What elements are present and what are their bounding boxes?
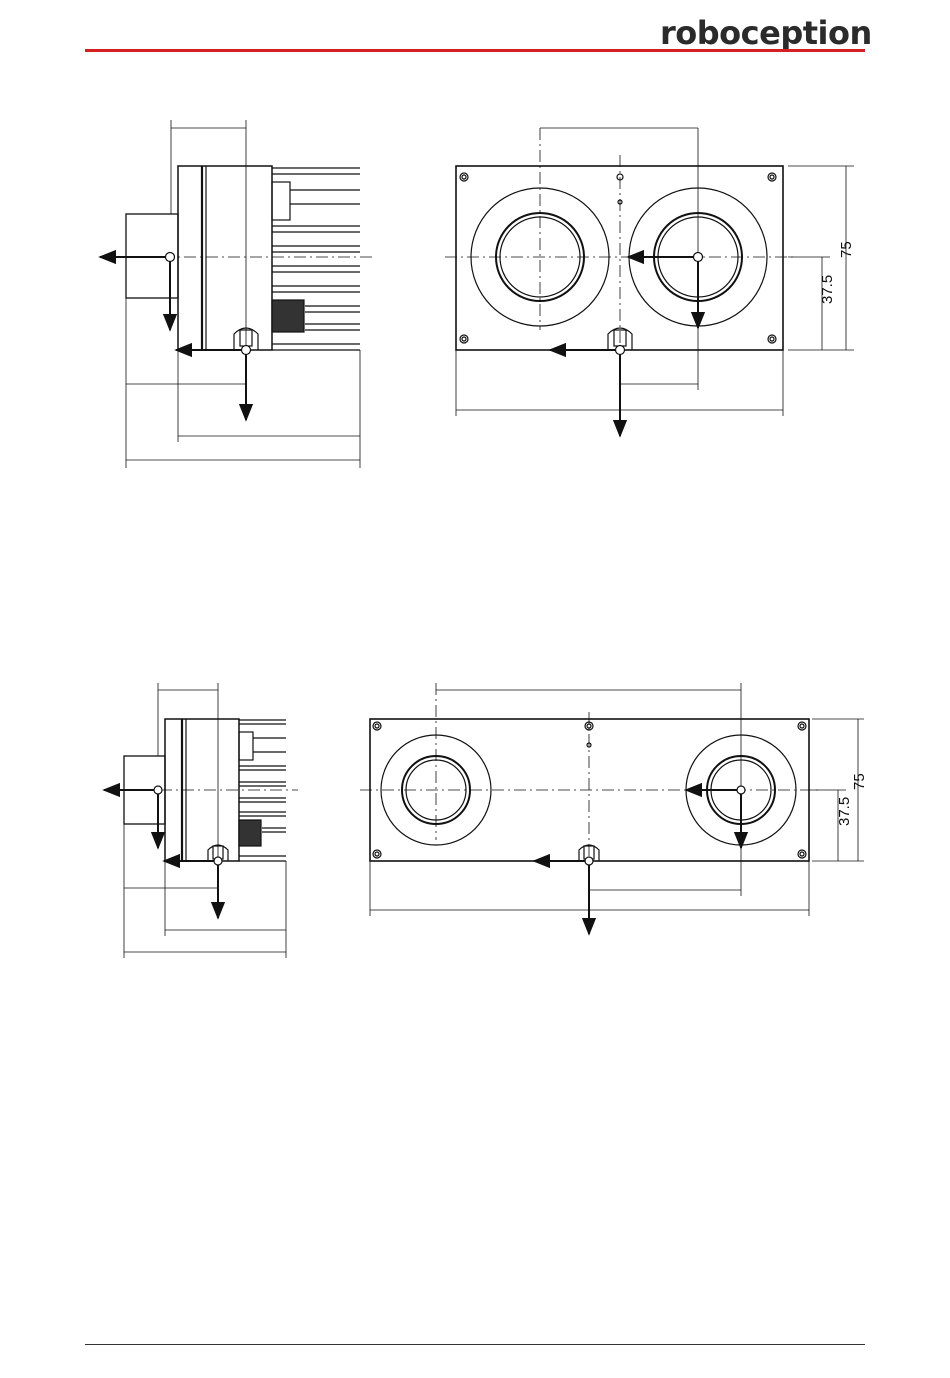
dimension-height-37-5-1: 37.5 <box>819 275 836 304</box>
footer-rule <box>85 1344 865 1345</box>
dimension-height-75-2: 75 <box>851 773 868 790</box>
side-view-2 <box>104 683 298 958</box>
dimension-height-37-5-2: 37.5 <box>836 797 853 826</box>
front-view-1 <box>445 128 854 436</box>
dimension-height-75-1: 75 <box>838 241 855 258</box>
front-view-2 <box>360 683 864 934</box>
side-view-1 <box>100 120 372 468</box>
